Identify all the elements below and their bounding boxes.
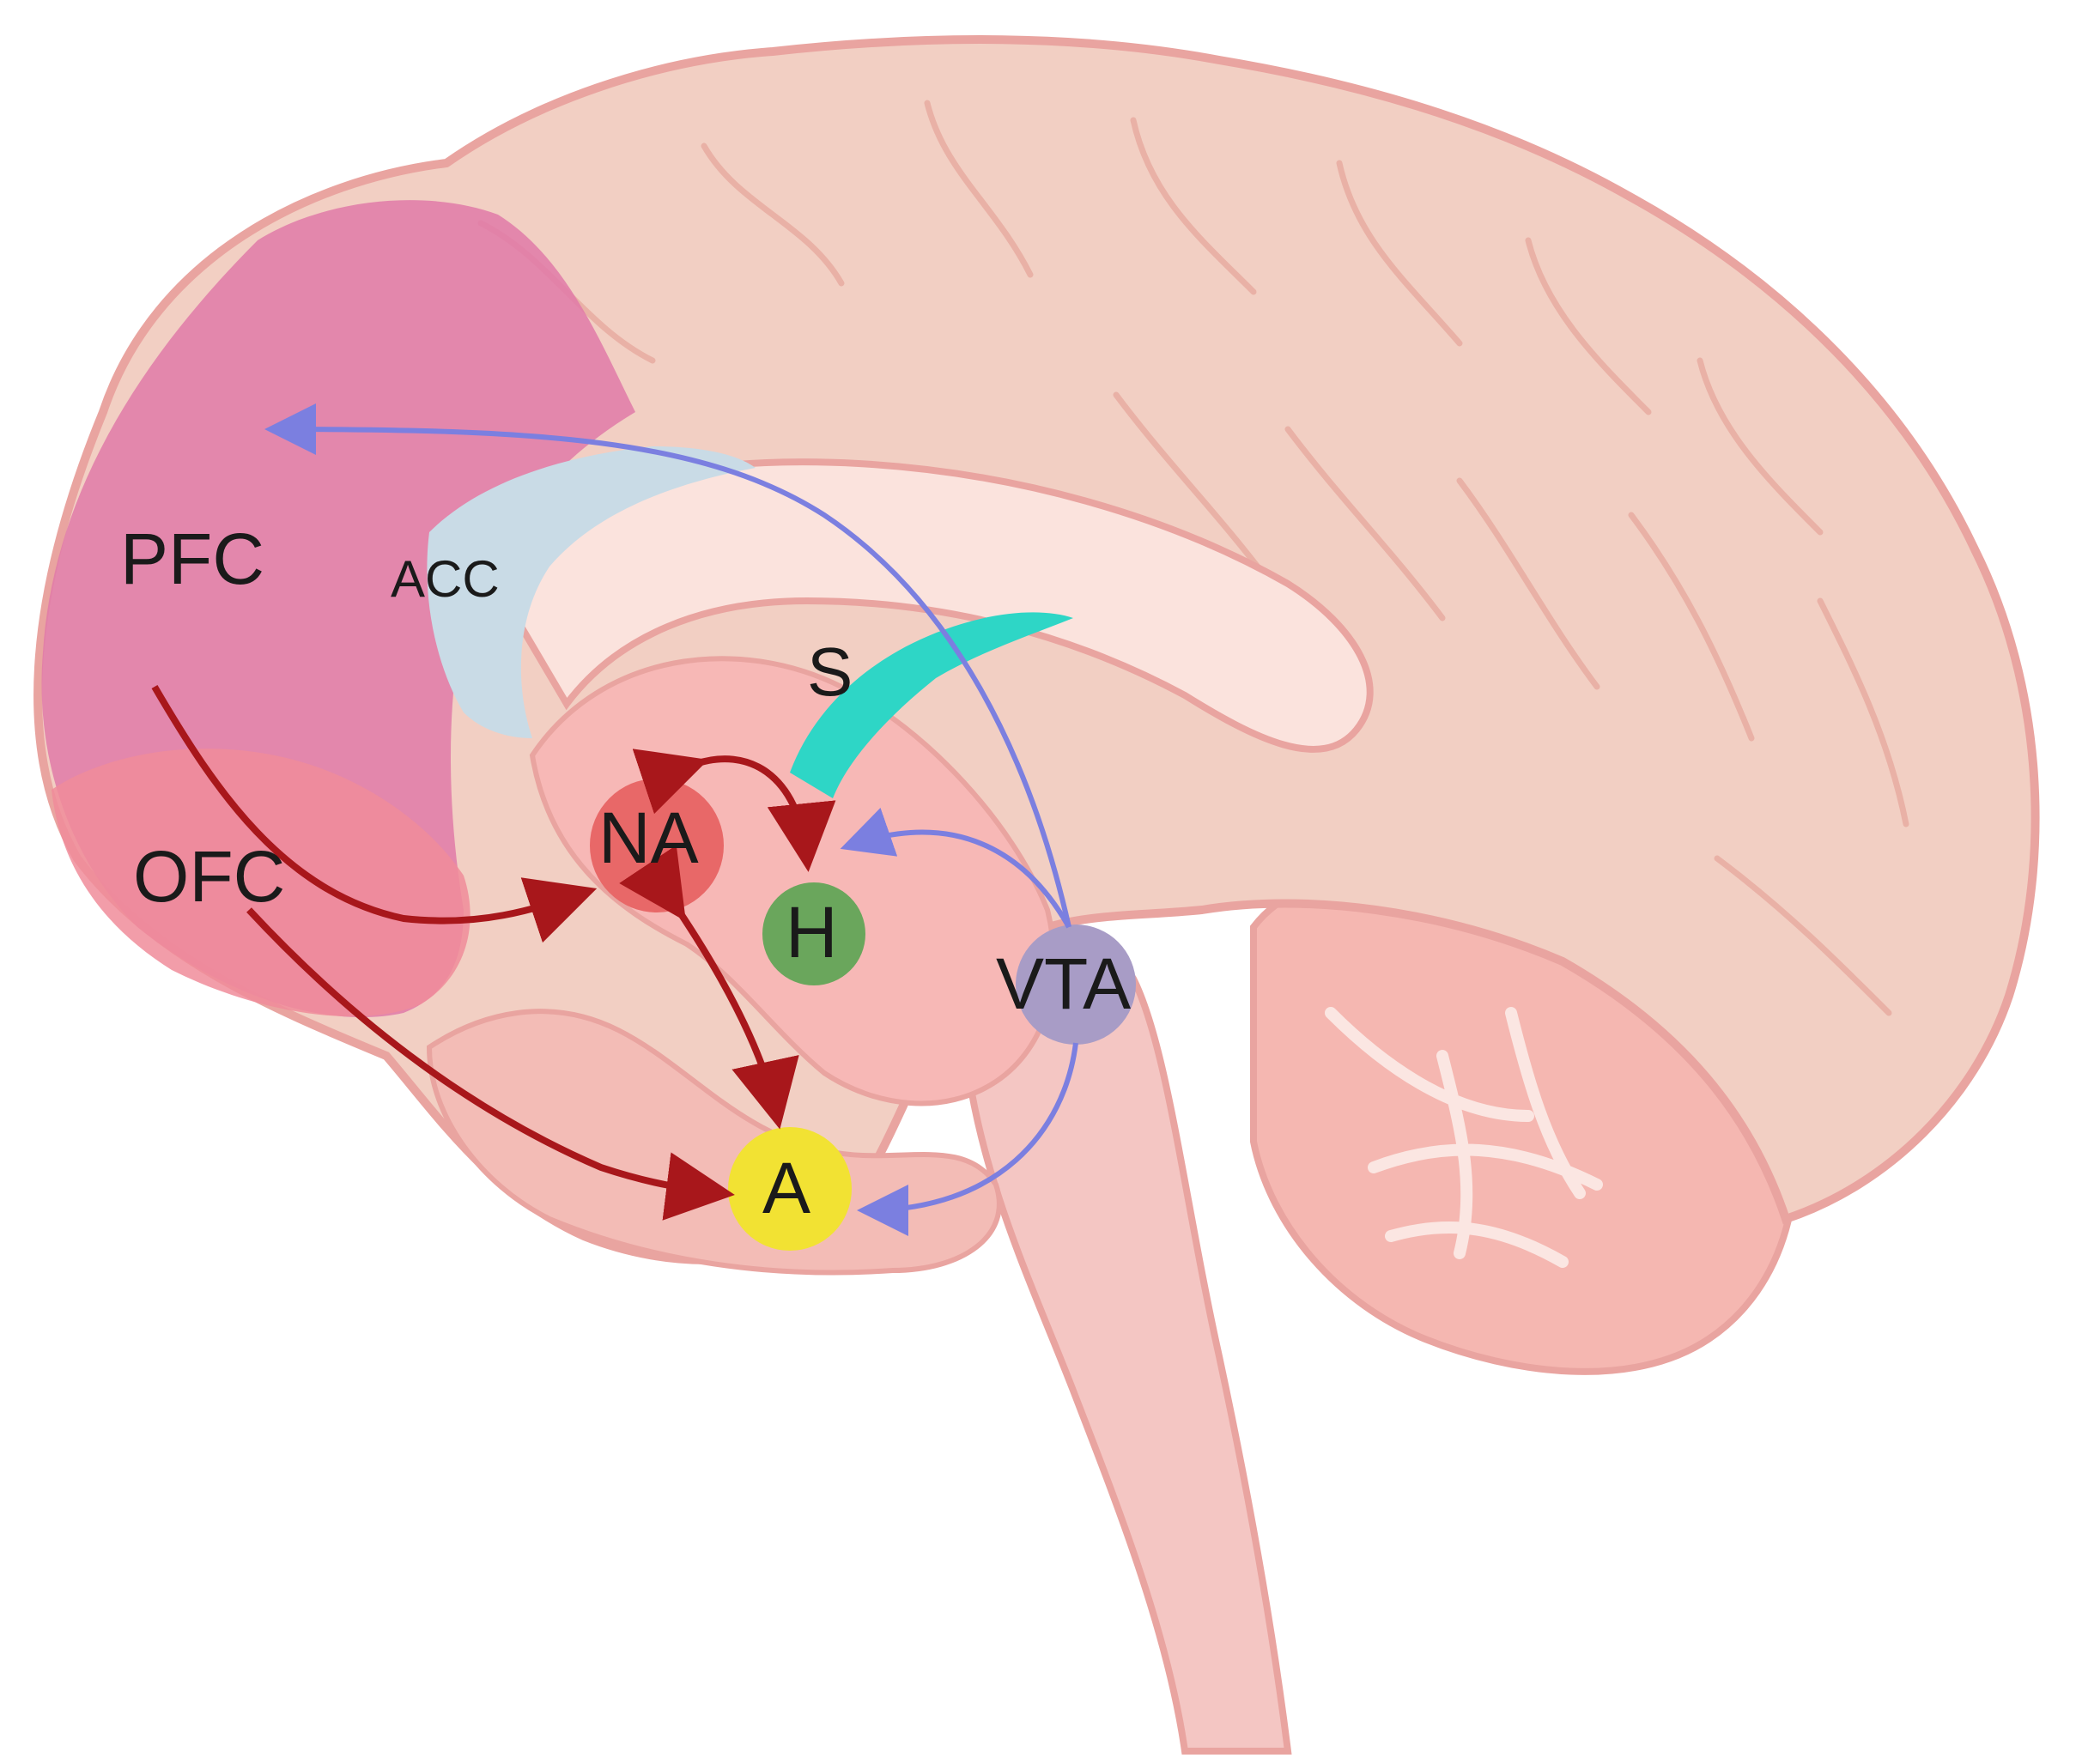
label-na: NA <box>598 797 699 878</box>
label-h: H <box>786 892 838 973</box>
label-a: A <box>762 1148 810 1228</box>
arrow-na-h <box>632 749 836 872</box>
arrow-vta-pfc <box>264 403 1071 928</box>
node-vta <box>1016 924 1136 1045</box>
arrow-ofc-a <box>246 907 735 1221</box>
region-ofc <box>52 749 470 1017</box>
label-ofc: OFC <box>133 836 285 917</box>
arrow-pfc-na <box>151 684 598 943</box>
node-a <box>728 1127 852 1251</box>
label-pfc: PFC <box>120 518 264 599</box>
label-s: S <box>807 633 853 710</box>
arrow-vta-h <box>840 807 1071 929</box>
arrow-vta-a <box>857 1042 1078 1236</box>
label-acc: ACC <box>391 550 500 608</box>
arrow-na-a <box>619 845 799 1130</box>
cerebellum-tree <box>1325 1007 1603 1268</box>
label-vta: VTA <box>996 943 1131 1024</box>
region-acc <box>427 446 756 738</box>
